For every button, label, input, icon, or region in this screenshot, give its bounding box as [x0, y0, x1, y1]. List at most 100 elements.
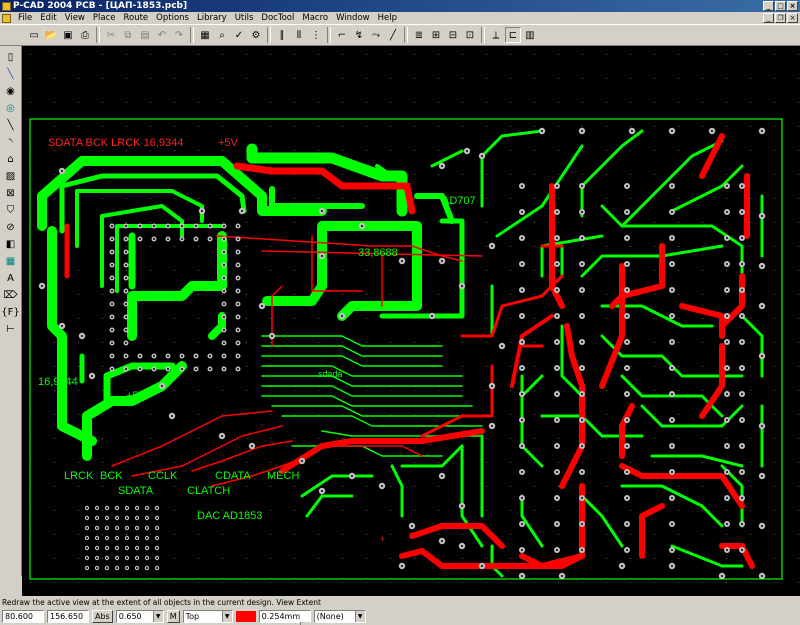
ruler-icon[interactable]: ⊢ — [6, 324, 15, 335]
properties-icon[interactable]: ⊏ — [505, 27, 521, 43]
chevron-down-icon: ▼ — [152, 611, 163, 622]
line-icon[interactable]: ╲ — [7, 120, 14, 131]
pcb-canvas[interactable]: SDATA BCK LRCK 16,9344 +5V AD707 33,8688… — [22, 46, 800, 596]
menu-utils[interactable]: Utils — [234, 13, 254, 23]
label-plus5v-top: +5V — [218, 137, 239, 149]
layer-select[interactable]: Top▼ — [182, 610, 233, 623]
abs-toggle-button[interactable]: Abs — [92, 610, 113, 623]
status-bar: 80.600 156.650 Abs 0.650▼ M Top▼ 0.254mm… — [0, 608, 800, 625]
document-icon[interactable] — [2, 13, 11, 23]
via-icon[interactable]: ⊟ — [448, 29, 458, 41]
plane-icon[interactable]: ⊘ — [6, 222, 15, 233]
save-icon[interactable]: ▣ — [63, 29, 73, 41]
board-outline — [29, 118, 783, 580]
grid-select[interactable]: 0.650▼ — [115, 610, 164, 623]
label-bck: BCK — [100, 470, 123, 482]
toolbar-separator — [481, 27, 485, 43]
y-coordinate-field[interactable]: 156.650 — [47, 610, 89, 623]
keepout-icon[interactable]: ⛉ — [6, 205, 15, 216]
route-manual-icon[interactable]: ╲ — [7, 69, 14, 80]
m-toggle-button[interactable]: M — [166, 610, 180, 623]
route-icon[interactable]: ∥ — [279, 29, 285, 41]
x-coordinate-field[interactable]: 80.600 — [2, 610, 44, 623]
menu-place[interactable]: Place — [92, 13, 116, 23]
attribute-icon[interactable]: A — [7, 273, 14, 284]
bus-icon[interactable]: ⋮ — [311, 29, 321, 41]
route-multi-icon[interactable]: ⫴ — [296, 29, 302, 41]
layer-color-swatch[interactable] — [235, 611, 256, 622]
route-bend-icon[interactable]: ↯ — [354, 29, 364, 41]
undo-icon[interactable]: ↶ — [157, 29, 167, 41]
bottom-layer-traces — [64, 133, 755, 569]
arc-icon[interactable]: ◝ — [8, 137, 13, 148]
menu-edit[interactable]: Edit — [40, 13, 57, 23]
polygon-icon[interactable]: ⌂ — [7, 154, 14, 165]
menu-route[interactable]: Route — [123, 13, 149, 23]
menu-window[interactable]: Window — [336, 13, 370, 23]
doc-minimize-button[interactable]: _ — [763, 13, 774, 23]
arc-route-icon[interactable]: ╱ — [389, 29, 397, 41]
component-icon[interactable]: ⊡ — [465, 29, 475, 41]
width-select[interactable]: 0.254mm▼ — [258, 610, 311, 625]
field-icon[interactable]: ⌦ — [3, 290, 18, 301]
paste-icon[interactable]: ▤ — [140, 29, 150, 41]
select-icon[interactable]: ▯ — [7, 52, 14, 63]
silkscreen-labels: SDATA BCK LRCK 16,9344 +5V AD707 33,8688… — [38, 137, 476, 544]
doc-restore-button[interactable]: ❐ — [775, 13, 786, 23]
pads-and-vias — [38, 127, 766, 580]
menu-help[interactable]: Help — [377, 13, 397, 23]
pad-icon[interactable]: ◉ — [6, 86, 15, 97]
menu-file[interactable]: File — [18, 13, 33, 23]
dimension-icon[interactable]: {F} — [1, 307, 20, 318]
toolbar-separator — [404, 27, 408, 43]
chevron-down-icon: ▼ — [354, 611, 365, 622]
via-icon[interactable]: ◎ — [6, 103, 15, 114]
menu-options[interactable]: Options — [156, 13, 189, 23]
redo-icon[interactable]: ↷ — [174, 29, 184, 41]
copy-icon[interactable]: ⧉ — [124, 29, 132, 41]
text-icon[interactable]: ▦ — [5, 256, 16, 267]
label-sdada: sdada — [318, 369, 343, 379]
label-cdata: CDATA — [215, 470, 251, 482]
menu-view[interactable]: View — [64, 13, 85, 23]
main-toolbar: ▭ 📂 ▣ ⎙ ✂ ⧉ ▤ ↶ ↷ ▦ ⌕ ✓ ⚙ ∥ ⫴ ⋮ ⌐ ↯ ⤳ ╱ … — [0, 24, 800, 46]
new-icon[interactable]: ▭ — [29, 29, 39, 41]
point-icon[interactable]: ◧ — [5, 239, 16, 250]
menu-macro[interactable]: Macro — [302, 13, 329, 23]
route-curve-icon[interactable]: ⤳ — [372, 29, 380, 41]
toolbar-separator — [96, 27, 100, 43]
status-message: Redraw the active view at the extent of … — [2, 598, 321, 607]
maximize-button[interactable]: □ — [775, 1, 786, 11]
minimize-button[interactable]: _ — [763, 1, 774, 11]
toolbar-separator — [267, 27, 271, 43]
menu-library[interactable]: Library — [196, 13, 227, 23]
label-sdata-bck-lrck: SDATA BCK LRCK 16,9344 — [48, 137, 183, 149]
zoom-icon[interactable]: ⌕ — [219, 29, 225, 41]
pin-icon[interactable]: ⟂ — [492, 29, 500, 41]
drc-icon[interactable]: ✓ — [234, 29, 244, 41]
cutout-icon[interactable]: ⊠ — [6, 188, 15, 199]
zoom-extent-icon[interactable]: ▦ — [200, 29, 210, 41]
close-button[interactable]: × — [787, 1, 798, 11]
chevron-down-icon: ▼ — [221, 611, 232, 622]
print-icon[interactable]: ⎙ — [81, 29, 89, 41]
miter-icon[interactable]: ⌐ — [337, 29, 347, 41]
doc-close-button[interactable]: × — [787, 13, 798, 23]
measure-icon[interactable]: ⚙ — [251, 29, 261, 41]
toolbar-separator — [190, 27, 194, 43]
menu-doctool[interactable]: DocTool — [261, 13, 295, 23]
highlight-icon[interactable]: ▥ — [525, 29, 535, 41]
open-icon[interactable]: 📂 — [44, 29, 58, 41]
pad-stack-icon[interactable]: ⊞ — [431, 29, 441, 41]
net-select[interactable]: (None)▼ — [313, 610, 366, 623]
title-bar: P-CAD 2004 PCB - [ЦАП-1853.pcb] _ □ × — [0, 0, 800, 12]
layer-icon[interactable]: ≣ — [414, 29, 424, 41]
pcb-drawing[interactable]: SDATA BCK LRCK 16,9344 +5V AD707 33,8688… — [22, 46, 800, 596]
menu-bar: File Edit View Place Route Options Libra… — [0, 12, 800, 24]
cut-icon[interactable]: ✂ — [106, 29, 116, 41]
copper-pour-icon[interactable]: ▨ — [5, 171, 16, 182]
label-plus-marker: + — [380, 534, 385, 544]
label-33-8688: 33,8688 — [358, 247, 398, 259]
label-dac-ad1853: DAC AD1853 — [197, 510, 262, 522]
